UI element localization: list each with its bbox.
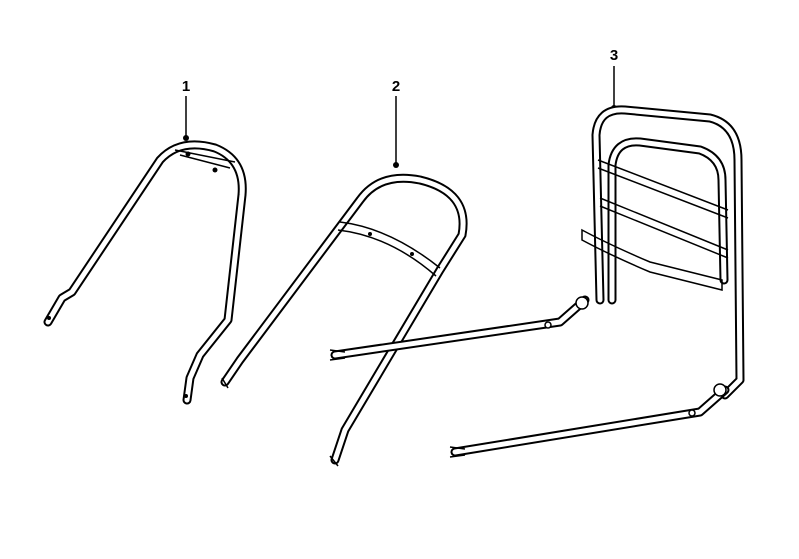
part-3-rack bbox=[329, 105, 745, 458]
leader-line-3 bbox=[611, 66, 617, 111]
part-label-1: 1 bbox=[181, 78, 191, 95]
leader-line-2 bbox=[393, 96, 399, 168]
part-label-3: 3 bbox=[609, 47, 619, 64]
part-2-bracket bbox=[220, 173, 468, 467]
part-1-bracket bbox=[43, 140, 247, 405]
leader-line-1 bbox=[183, 96, 189, 141]
part-label-2: 2 bbox=[391, 78, 401, 95]
